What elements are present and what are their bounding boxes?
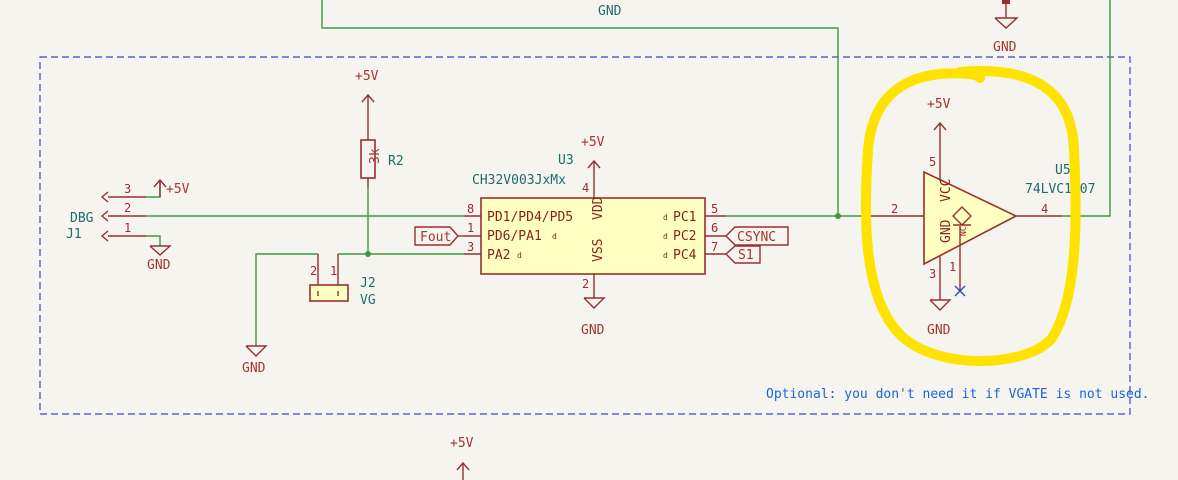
connector-j1[interactable]: 3 2 1 DBG J1 — [66, 182, 161, 246]
svg-text:VSS: VSS — [591, 239, 606, 262]
net-label-top-gnd: GND — [598, 4, 622, 19]
svg-text:2: 2 — [124, 201, 131, 215]
junction-pc1 — [835, 213, 841, 219]
svg-text:1: 1 — [467, 221, 474, 235]
svg-text:4: 4 — [582, 181, 589, 195]
net-label-s1[interactable]: S1 — [724, 245, 761, 264]
ic-u3[interactable]: 8 1 3 PD1/PD4/PD5 PD6/PA1 PA2 d d 5 6 7 … — [464, 153, 726, 298]
svg-text:8: 8 — [467, 202, 474, 216]
svg-text:d: d — [663, 232, 668, 241]
svg-text:VDD: VDD — [591, 196, 606, 220]
svg-text:2: 2 — [891, 202, 898, 216]
svg-text:NC: NC — [959, 226, 968, 236]
svg-text:5: 5 — [711, 202, 718, 216]
svg-text:PD1/PD4/PD5: PD1/PD4/PD5 — [487, 210, 573, 225]
j2-ref: J2 — [360, 276, 376, 291]
svg-text:+5V: +5V — [450, 436, 474, 451]
svg-text:+5V: +5V — [355, 69, 379, 84]
vcc-symbol-buffer: +5V — [927, 97, 951, 132]
svg-text:VCC: VCC — [939, 179, 954, 202]
net-label-csync[interactable]: CSYNC — [725, 226, 789, 246]
svg-text:GND: GND — [242, 361, 266, 376]
vcc-symbol-r2: +5V — [355, 69, 379, 140]
gnd-symbol-top: GND — [993, 0, 1019, 55]
svg-text:3: 3 — [467, 240, 474, 254]
r2-value: 3k — [368, 148, 383, 164]
svg-text:d: d — [517, 251, 522, 260]
resistor-r2[interactable]: 3k R2 — [360, 139, 404, 179]
svg-text:6: 6 — [711, 221, 718, 235]
optional-note: Optional: you don't need it if VGATE is … — [766, 387, 1150, 402]
gnd-symbol-u3: GND — [581, 297, 606, 338]
svg-text:1: 1 — [124, 221, 131, 235]
svg-text:2: 2 — [582, 277, 589, 291]
svg-text:GND: GND — [581, 323, 605, 338]
svg-text:+5V: +5V — [927, 97, 951, 112]
svg-text:d: d — [552, 232, 557, 241]
wire-top-loop[interactable] — [321, 0, 839, 216]
vcc-symbol-bottom: +5V — [450, 436, 474, 480]
svg-text:d: d — [663, 213, 668, 222]
svg-text:CSYNC: CSYNC — [737, 230, 776, 245]
svg-text:3: 3 — [124, 182, 131, 196]
svg-text:GND: GND — [993, 40, 1017, 55]
r2-ref: R2 — [388, 154, 404, 169]
svg-text:3: 3 — [929, 267, 936, 281]
u5-value: 74LVC1G07 — [1025, 182, 1095, 197]
svg-text:+5V: +5V — [581, 135, 605, 150]
svg-text:4: 4 — [1041, 202, 1048, 216]
optional-block-border — [39, 56, 1131, 415]
svg-text:1: 1 — [330, 264, 337, 278]
svg-text:Fout: Fout — [420, 230, 451, 245]
vcc-symbol-u3: +5V — [581, 135, 605, 176]
net-label-fout[interactable]: Fout — [414, 226, 459, 246]
u3-value: CH32V003JxMx — [472, 173, 566, 188]
svg-text:PD6/PA1: PD6/PA1 — [487, 229, 542, 244]
svg-text:d: d — [663, 251, 668, 260]
svg-text:2: 2 — [310, 264, 317, 278]
svg-text:GND: GND — [939, 219, 954, 243]
gnd-symbol-j1: GND — [147, 245, 172, 273]
jumper-j2[interactable]: 2 1 J2 VG — [309, 254, 376, 308]
svg-text:PC2: PC2 — [673, 229, 696, 244]
svg-text:7: 7 — [711, 240, 718, 254]
highlight-circle — [860, 66, 1081, 366]
u5-ref: U5 — [1055, 163, 1071, 178]
svg-text:1: 1 — [949, 260, 956, 274]
svg-text:+5V: +5V — [166, 182, 190, 197]
svg-text:GND: GND — [147, 258, 171, 273]
u3-ref: U3 — [558, 153, 574, 168]
svg-text:5: 5 — [929, 155, 936, 169]
svg-text:PC4: PC4 — [673, 248, 697, 263]
wire-j2-gnd[interactable] — [255, 253, 318, 346]
svg-text:S1: S1 — [738, 248, 754, 263]
svg-text:GND: GND — [927, 323, 951, 338]
j2-value: VG — [360, 293, 376, 308]
j1-value: DBG — [70, 211, 94, 226]
svg-text:PA2: PA2 — [487, 248, 510, 263]
j1-ref: J1 — [66, 227, 82, 242]
gnd-symbol-buffer: GND — [927, 299, 952, 338]
gnd-symbol-j2: GND — [242, 345, 268, 376]
svg-text:PC1: PC1 — [673, 210, 696, 225]
vcc-symbol-j1: +5V — [153, 178, 190, 197]
buffer-u5[interactable]: 2 4 5 VCC 3 GND 1 NC U5 74LVC1G07 — [870, 132, 1095, 300]
